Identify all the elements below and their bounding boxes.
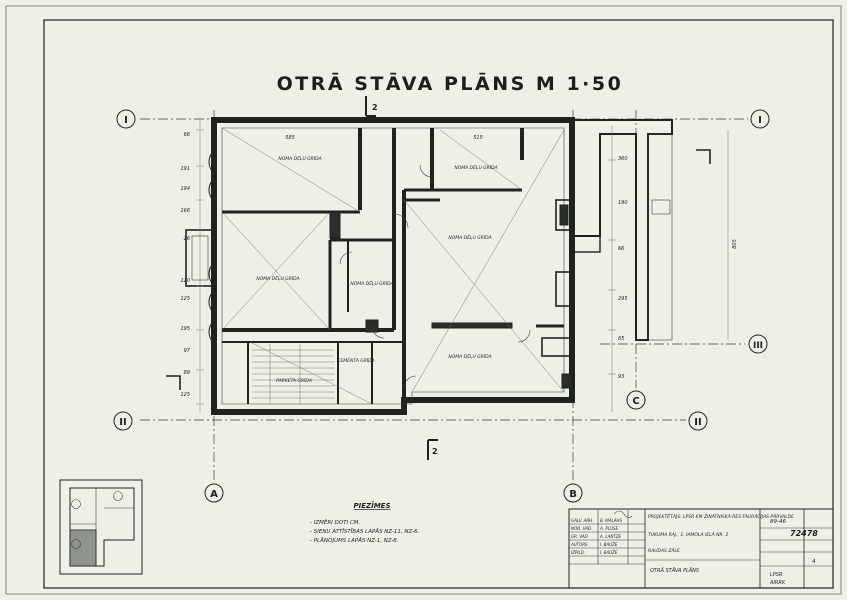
axis-bubble-roman-2-right: II bbox=[688, 411, 708, 431]
dimension-chain-top: 585 515 bbox=[285, 135, 483, 141]
staff-role: NOD. VAD. bbox=[571, 526, 592, 531]
dimension-chain-east: 360 190 66 295 65 93 805 bbox=[608, 126, 738, 412]
number-text: 72478 bbox=[790, 529, 818, 538]
svg-text:II: II bbox=[119, 417, 126, 428]
svg-text:C: C bbox=[632, 396, 639, 407]
svg-text:195: 195 bbox=[180, 326, 190, 332]
svg-text:II: II bbox=[694, 417, 701, 428]
svg-text:97: 97 bbox=[184, 348, 191, 354]
staff-name: A. PLŪSE bbox=[599, 526, 618, 531]
room-label: NOMA DĒĻU GRĪDA bbox=[256, 275, 299, 282]
note-item: - PLĀNOJUMS LAPĀS NZ-1, NZ-8. bbox=[310, 537, 399, 544]
svg-text:65: 65 bbox=[618, 336, 624, 342]
svg-text:III: III bbox=[753, 341, 763, 351]
section-mark-right bbox=[696, 149, 711, 164]
drawing-border bbox=[43, 19, 834, 589]
object-text: TUKUMA RAJ., 1. IAMOLA IELĀ NR. 2 bbox=[648, 531, 729, 538]
outer-frame bbox=[5, 5, 842, 595]
svg-text:66: 66 bbox=[184, 132, 190, 138]
svg-text:295: 295 bbox=[618, 296, 628, 302]
project-text: PROJEKTĒTĀJS: LPSR KM ZINĀTNISKĀ RES-TAU… bbox=[648, 513, 794, 520]
svg-text:89: 89 bbox=[184, 370, 190, 376]
room-label: NOMA DĒĻU GRĪDA bbox=[448, 353, 491, 360]
code-text: 89-46 bbox=[770, 519, 786, 525]
svg-text:93: 93 bbox=[618, 374, 624, 380]
room-label: NOMA DĒĻU GRĪDA bbox=[350, 280, 393, 287]
staff-role: AUTORS bbox=[570, 542, 588, 547]
page-title: OTRĀ STĀVA PLĀNS M 1·50 bbox=[277, 72, 624, 95]
sheet-text: 4 bbox=[812, 559, 816, 565]
svg-text:166: 166 bbox=[180, 208, 190, 214]
axis-bubble-roman-1-right: I bbox=[750, 109, 770, 129]
svg-text:125: 125 bbox=[180, 296, 190, 302]
axis-bubble-roman-1-left: I bbox=[116, 109, 136, 129]
sheet-title-text: OTRĀ STĀVA PLĀNS bbox=[650, 567, 700, 574]
note-item: - IZMĒRI DOTI CM. bbox=[310, 519, 360, 526]
room-label: NOMA DĒĻU GRĪDA bbox=[278, 155, 321, 162]
svg-text:2: 2 bbox=[432, 447, 438, 456]
room-labels: NOMA DĒĻU GRĪDA NOMA DĒĻU GRĪDA NOMA DĒĻ… bbox=[256, 155, 497, 384]
svg-text:515: 515 bbox=[473, 135, 483, 141]
svg-text:194: 194 bbox=[180, 186, 190, 192]
section-mark-left bbox=[166, 375, 181, 390]
staff-role: GR. VAD. bbox=[571, 534, 589, 539]
dimension-chain-west: 66 191 194 166 26 120 125 195 97 89 125 bbox=[180, 120, 204, 412]
svg-text:A: A bbox=[210, 489, 218, 500]
subject-text: RAUDAS ZĀLE bbox=[648, 547, 680, 554]
svg-text:B: B bbox=[569, 489, 577, 500]
staff-name: A. LANTZE bbox=[599, 534, 621, 539]
org2-text: AIRRK bbox=[769, 580, 786, 586]
room-label: NOMA DĒĻU GRĪDA bbox=[454, 164, 497, 171]
svg-text:I: I bbox=[124, 115, 128, 126]
axis-bubble-a: A bbox=[204, 483, 224, 503]
notes: PIEZĪMES - IZMĒRI DOTI CM. - SIENU ATTĪS… bbox=[310, 501, 419, 544]
axis-bubble-c: C bbox=[626, 390, 646, 410]
svg-text:120: 120 bbox=[180, 278, 190, 284]
room-label: PARKETA GRĪDA bbox=[276, 377, 312, 384]
svg-text:190: 190 bbox=[618, 200, 628, 206]
axis-bubble-b: B bbox=[563, 483, 583, 503]
svg-text:585: 585 bbox=[285, 135, 295, 141]
svg-text:26: 26 bbox=[184, 236, 190, 242]
svg-text:66: 66 bbox=[618, 246, 624, 252]
room-label: CEMENTA GRĪDA bbox=[337, 357, 374, 364]
signature-mark bbox=[613, 510, 633, 518]
svg-text:805: 805 bbox=[732, 239, 738, 249]
svg-text:360: 360 bbox=[618, 156, 628, 162]
svg-text:125: 125 bbox=[180, 392, 190, 398]
section-mark-bottom: 2 bbox=[427, 439, 438, 460]
title-block: GALV. ARH. B. MALAHS NOD. VAD. A. PLŪSE … bbox=[568, 508, 834, 589]
axis-bubble-roman-2-left: II bbox=[113, 411, 133, 431]
axis-bubble-roman-3: III bbox=[748, 334, 768, 354]
notes-heading: PIEZĪMES bbox=[354, 501, 391, 510]
staff-name: I. BAUŽE bbox=[600, 550, 618, 555]
svg-text:2: 2 bbox=[372, 103, 378, 112]
room-label: NOMA DĒĻU GRĪDA bbox=[448, 234, 491, 241]
note-item: - SIENU ATTĪSTĪBAS LAPĀS NZ-11, NZ-6. bbox=[310, 528, 419, 535]
key-plan bbox=[59, 479, 143, 575]
section-mark-top: 2 bbox=[365, 96, 378, 117]
staff-role: GALV. ARH. bbox=[571, 518, 593, 523]
svg-text:I: I bbox=[758, 115, 762, 126]
staff-role: IZPILD. bbox=[571, 550, 585, 555]
staff-name: B. MALAHS bbox=[600, 518, 622, 523]
svg-text:191: 191 bbox=[180, 166, 190, 172]
org-text: LPSR bbox=[770, 572, 782, 578]
staff-name: I. BAUŽE bbox=[600, 542, 618, 547]
